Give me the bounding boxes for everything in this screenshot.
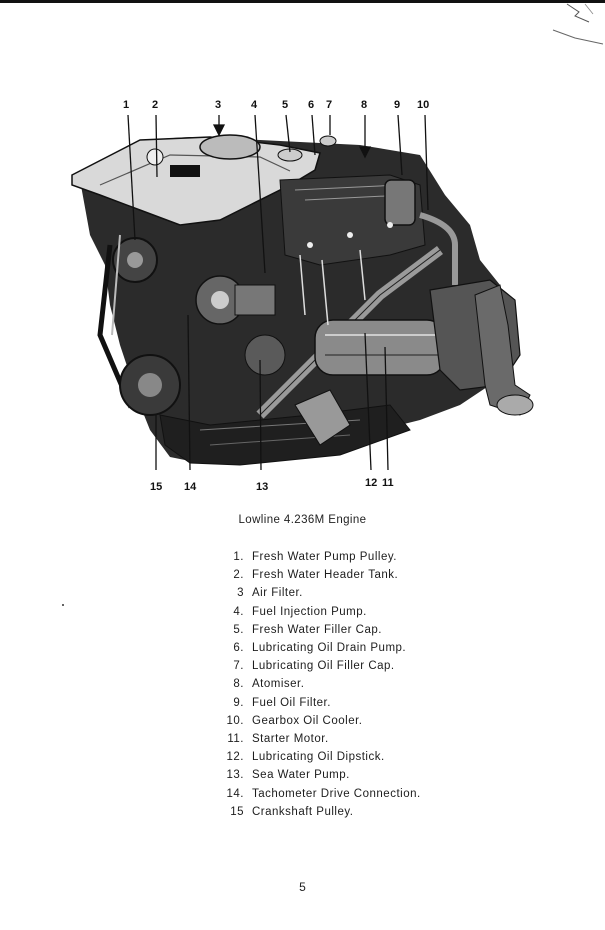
legend-text: Gearbox Oil Cooler. (252, 714, 363, 727)
legend-text: Fresh Water Filler Cap. (252, 623, 382, 636)
legend-item: 9. Fuel Oil Filter. (217, 694, 421, 712)
legend-item: 7. Lubricating Oil Filler Cap. (217, 657, 421, 675)
legend-text: Starter Motor. (252, 732, 329, 745)
parts-legend: 1. Fresh Water Pump Pulley. 2. Fresh Water… (217, 548, 421, 821)
legend-item: 5. Fresh Water Filler Cap. (217, 621, 421, 639)
page-number: 5 (299, 880, 306, 894)
callout-1: 1 (123, 99, 130, 111)
legend-item: 1. Fresh Water Pump Pulley. (217, 548, 421, 566)
legend-number: 15 (230, 805, 244, 818)
callout-3: 3 (215, 99, 222, 111)
legend-item: 4. Fuel Injection Pump. (217, 603, 421, 621)
legend-text: Crankshaft Pulley. (252, 805, 354, 818)
legend-number: 7. (233, 660, 244, 673)
engine-figure: 1 2 3 4 5 6 7 8 9 10 15 14 13 12 11 (60, 85, 540, 505)
legend-item: 8. Atomiser. (217, 675, 421, 693)
callout-11: 11 (382, 477, 394, 489)
legend-item: 14. Tachometer Drive Connection. (217, 784, 421, 802)
callout-12: 12 (365, 477, 378, 489)
callout-9: 9 (394, 99, 401, 111)
legend-item: 10. Gearbox Oil Cooler. (217, 712, 421, 730)
legend-item: 13. Sea Water Pump. (217, 766, 421, 784)
legend-text: Lubricating Oil Dipstick. (252, 751, 385, 764)
legend-number: 14. (226, 787, 244, 800)
legend-text: Fuel Injection Pump. (252, 605, 367, 618)
legend-text: Fresh Water Pump Pulley. (252, 551, 397, 564)
legend-text: Lubricating Oil Drain Pump. (252, 642, 407, 655)
legend-number: 4. (233, 605, 244, 618)
legend-text: Tachometer Drive Connection. (252, 787, 421, 800)
legend-text: Fuel Oil Filter. (252, 696, 331, 709)
legend-number: 12. (226, 751, 244, 764)
legend-number: 5. (233, 623, 244, 636)
legend-text: Atomiser. (252, 678, 305, 691)
legend-item: 15 Crankshaft Pulley. (217, 803, 421, 821)
legend-number: 8. (233, 678, 244, 691)
legend-text: Lubricating Oil Filler Cap. (252, 660, 395, 673)
page-corner-mark (552, 3, 604, 45)
legend-item: 11. Starter Motor. (217, 730, 421, 748)
scan-speck (62, 604, 64, 606)
legend-item: 3 Air Filter. (217, 584, 421, 602)
legend-number: 6. (233, 642, 244, 655)
legend-item: 6. Lubricating Oil Drain Pump. (217, 639, 421, 657)
legend-number: 9. (233, 696, 244, 709)
callout-8: 8 (361, 99, 368, 111)
legend-item: 2. Fresh Water Header Tank. (217, 566, 421, 584)
legend-text: Air Filter. (252, 587, 303, 600)
scan-edge (0, 0, 605, 3)
callout-5: 5 (282, 99, 289, 111)
callout-4: 4 (251, 99, 258, 111)
callout-10: 10 (417, 99, 430, 111)
legend-number: 1. (233, 551, 244, 564)
legend-number: 10. (226, 714, 244, 727)
legend-item: 12. Lubricating Oil Dipstick. (217, 748, 421, 766)
callout-6: 6 (308, 99, 315, 111)
legend-number: 3 (237, 587, 244, 600)
callout-2: 2 (152, 99, 159, 111)
legend-number: 13. (226, 769, 244, 782)
legend-number: 11. (227, 732, 244, 745)
callout-7: 7 (326, 99, 333, 111)
callout-14: 14 (184, 481, 197, 493)
legend-text: Sea Water Pump. (252, 769, 350, 782)
callout-15: 15 (150, 481, 163, 493)
figure-caption: Lowline 4.236M Engine (238, 514, 367, 526)
legend-number: 2. (233, 569, 244, 582)
engine-photo (71, 114, 534, 471)
legend-text: Fresh Water Header Tank. (252, 569, 399, 582)
callout-13: 13 (256, 481, 269, 493)
